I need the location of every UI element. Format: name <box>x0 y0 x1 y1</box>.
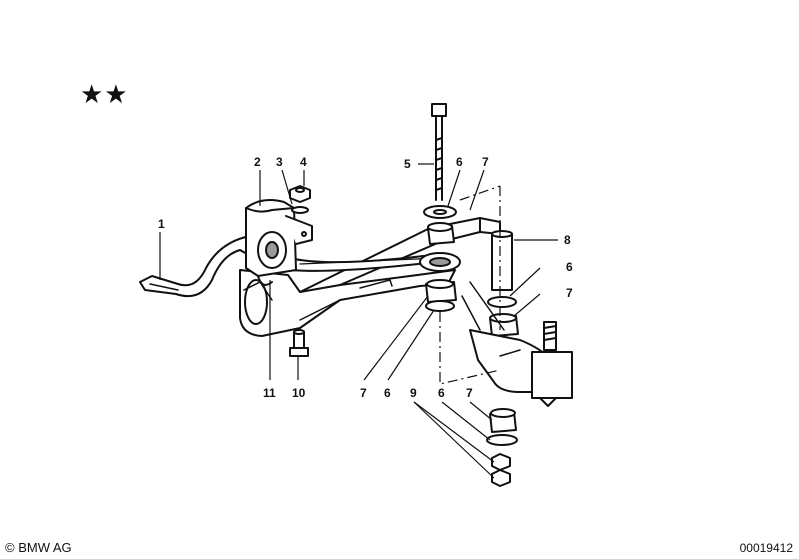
rubber-bush-lower <box>425 279 457 303</box>
callout-5: 5 <box>404 157 411 171</box>
document-number: 00019412 <box>739 541 793 555</box>
nut-4 <box>289 185 311 203</box>
callout-9: 9 <box>410 386 417 400</box>
nut-9-lower <box>491 469 511 487</box>
callout-2: 2 <box>254 155 261 169</box>
callout-6-bottom: 6 <box>438 386 445 400</box>
bolt-5 <box>431 103 447 201</box>
cup-washer-bottom <box>486 434 518 446</box>
callout-11: 11 <box>263 386 276 400</box>
washer-3 <box>291 206 309 214</box>
rubber-mount <box>245 199 297 286</box>
bolt-10 <box>289 329 309 357</box>
cup-washer-upper <box>423 205 457 219</box>
bar-eye <box>419 252 461 272</box>
double-star-mark: ★★ <box>80 80 129 110</box>
leader-lines <box>159 163 558 479</box>
cup-washer-right <box>487 296 517 308</box>
axle-carrier <box>239 217 501 337</box>
mount-bracket <box>285 215 313 245</box>
callout-7-upper: 7 <box>482 155 489 169</box>
rubber-bush-bottom <box>489 408 517 433</box>
callout-7-lower: 7 <box>360 386 367 400</box>
callout-6-upper: 6 <box>456 155 463 169</box>
callout-1: 1 <box>158 217 165 231</box>
callout-7-bottom: 7 <box>466 386 473 400</box>
callout-10: 10 <box>292 386 306 400</box>
callout-8: 8 <box>564 233 571 247</box>
copyright-label: © BMW AG <box>5 540 72 555</box>
callout-6-right: 6 <box>566 260 573 274</box>
cup-washer-lower <box>425 300 455 312</box>
callout-4: 4 <box>300 155 307 169</box>
rubber-bush-upper <box>427 222 455 245</box>
assembly-centerlines <box>439 185 501 385</box>
spacer-sleeve-8 <box>491 230 513 291</box>
control-arm <box>461 281 573 407</box>
callout-6-lower: 6 <box>384 386 391 400</box>
nut-9-upper <box>491 453 511 471</box>
callout-7-right: 7 <box>566 286 573 300</box>
callout-3: 3 <box>276 155 283 169</box>
